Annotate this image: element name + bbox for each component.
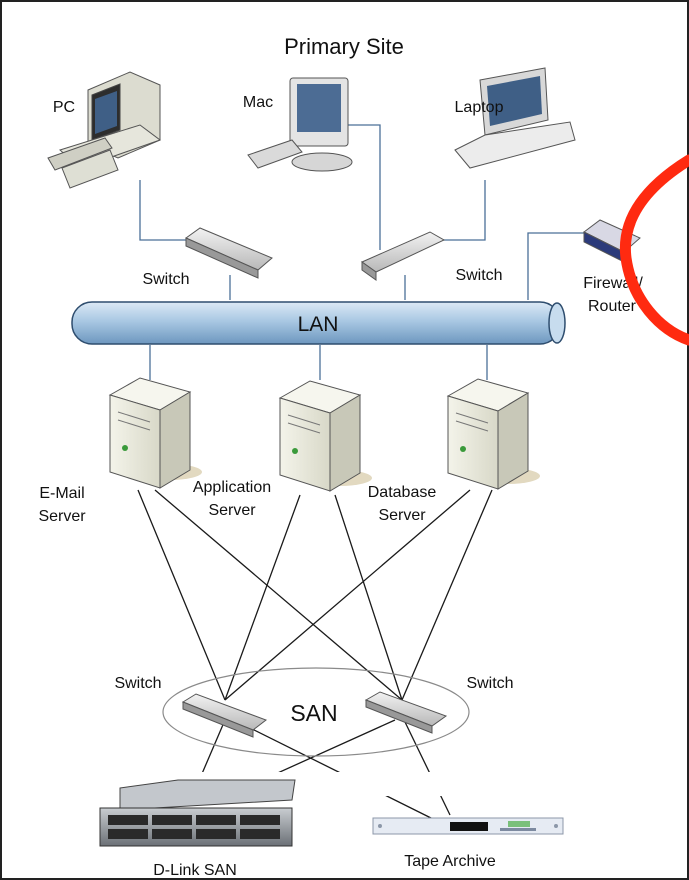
application-server-label-line1: Application — [193, 479, 271, 496]
application-server-label-line2: Server — [208, 502, 256, 519]
switch-icon-san-left — [181, 693, 268, 738]
laptop-label: Laptop — [455, 99, 504, 116]
tape-archive-icon — [372, 817, 564, 835]
san-links — [137, 489, 493, 821]
dlink-san-storage-icon — [99, 779, 296, 847]
mac-icon — [247, 77, 353, 172]
lan-label: LAN — [298, 313, 339, 336]
lan-switch-left-label: Switch — [142, 271, 189, 288]
pc-label: PC — [53, 99, 75, 116]
san-ellipse — [162, 667, 470, 757]
database-server-label-line1: Database — [368, 484, 437, 501]
email-server-label-line2: Server — [38, 508, 86, 525]
lan-pipe — [71, 301, 566, 345]
san-switch-left-label: Switch — [114, 675, 161, 692]
highlight-mark — [619, 154, 689, 346]
diagram-title: Primary Site — [284, 34, 404, 59]
lan-switch-right-label: Switch — [455, 267, 502, 284]
tape-archive-label: Tape Archive — [404, 853, 496, 870]
database-server-label-line2: Server — [378, 507, 426, 524]
switch-icon-lan-left — [184, 227, 273, 279]
application-server-icon — [278, 380, 372, 492]
pc-icon — [47, 71, 162, 189]
email-server-label-line1: E-Mail — [39, 485, 84, 502]
san-switch-right-label: Switch — [466, 675, 513, 692]
laptop-icon — [454, 67, 576, 169]
switch-icon-san-right — [364, 691, 448, 734]
email-server-icon — [108, 377, 202, 489]
firewall-label-line2: Router — [588, 298, 637, 315]
dlink-san-label: D-Link SAN — [153, 862, 237, 879]
san-label: SAN — [290, 700, 337, 726]
mac-label: Mac — [243, 94, 273, 111]
database-server-icon — [446, 378, 540, 490]
switch-icon-lan-right — [360, 231, 446, 281]
